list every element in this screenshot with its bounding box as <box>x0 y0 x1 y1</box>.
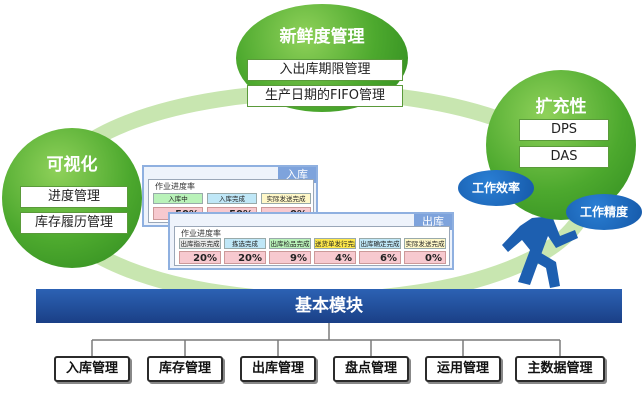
outbound-value-confirmed: 6% <box>359 251 401 264</box>
outbound-progress-title: 作业进度率 <box>181 229 221 238</box>
module-master-data: 主数据管理 <box>515 356 605 382</box>
freshness-title: 新鲜度管理 <box>279 27 365 47</box>
visibility-title: 可视化 <box>46 155 98 175</box>
inbound-label-receiving: 入库中 <box>153 193 203 204</box>
outbound-label-picked: 拣选完成 <box>224 238 266 249</box>
inbound-progress-title: 作业进度率 <box>155 182 195 191</box>
outbound-label-sent: 实际发送完成 <box>404 238 446 249</box>
outbound-value-inspected: 9% <box>269 251 311 264</box>
module-connectors <box>91 323 561 356</box>
outbound-label-confirmed: 出库确定完成 <box>359 238 401 249</box>
outbound-label-inspected: 出库检品完成 <box>269 238 311 249</box>
efficiency-bubble: 工作效率 <box>458 170 534 206</box>
expansion-item-das: DAS <box>519 146 609 168</box>
accuracy-bubble: 工作精度 <box>566 194 642 230</box>
outbound-value-picked: 20% <box>224 251 266 264</box>
outbound-value-instructed: 20% <box>179 251 221 264</box>
outbound-label-slip: 送货单发行完成 <box>314 238 356 249</box>
freshness-item-period: 入出库期限管理 <box>247 59 403 81</box>
module-inventory: 库存管理 <box>147 356 223 382</box>
module-outbound: 出库管理 <box>240 356 316 382</box>
module-stocktake: 盘点管理 <box>333 356 409 382</box>
outbound-panel: 出库 作业进度率 出库指示完成 拣选完成 出库检品完成 送货单发行完成 出库确定… <box>168 212 454 270</box>
visibility-item-history: 库存履历管理 <box>20 212 128 234</box>
module-inbound: 入库管理 <box>54 356 130 382</box>
module-operation: 运用管理 <box>425 356 501 382</box>
expansion-title: 扩充性 <box>535 97 587 117</box>
inbound-label-received: 入库完成 <box>207 193 257 204</box>
expansion-item-dps: DPS <box>519 119 609 141</box>
outbound-label-instructed: 出库指示完成 <box>179 238 221 249</box>
outbound-value-sent: 0% <box>404 251 446 264</box>
outbound-progress-box: 作业进度率 出库指示完成 拣选完成 出库检品完成 送货单发行完成 出库确定完成 … <box>174 226 450 266</box>
visibility-item-progress: 进度管理 <box>20 186 128 208</box>
inbound-label-sent: 实际发送完成 <box>261 193 311 204</box>
freshness-item-fifo: 生产日期的FIFO管理 <box>247 85 403 107</box>
base-module-bar: 基本模块 <box>36 289 622 323</box>
outbound-value-slip: 4% <box>314 251 356 264</box>
